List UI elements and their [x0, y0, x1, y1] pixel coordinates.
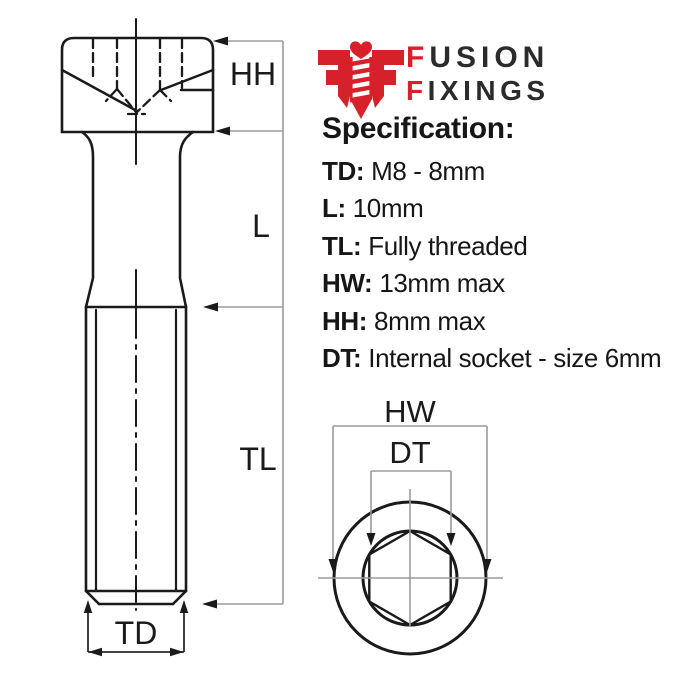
thread-section	[84, 305, 188, 606]
brand-initial-2: F	[406, 75, 428, 106]
td-dimension-label: TD	[115, 615, 158, 651]
brand-word-fusion: FUSION	[406, 43, 550, 73]
spec-value: 10mm	[352, 193, 424, 224]
spec-key: TL:	[322, 230, 362, 261]
hw-dt-dimension-lines	[332, 425, 488, 566]
spec-item-hw: HW:13mm max	[322, 265, 694, 302]
hw-dimension-label: HW	[384, 394, 436, 429]
hh-dimension-label: HH	[230, 56, 276, 92]
spec-key: L:	[322, 193, 346, 224]
spec-value: Internal socket - size 6mm	[368, 343, 662, 374]
screw-head-outline	[60, 36, 215, 134]
brand-rest-2: IXINGS	[427, 75, 550, 106]
spec-value: Fully threaded	[368, 230, 528, 261]
hw-dt-dimension-arrows	[328, 533, 492, 572]
spec-item-l: L:10mm	[322, 190, 694, 227]
spec-item-hh: HH:8mm max	[322, 303, 694, 340]
brand-word-fixings: FIXINGS	[406, 77, 550, 105]
spec-key: HH:	[322, 305, 368, 336]
fusion-fixings-wordmark: FUSION FIXINGS	[406, 43, 550, 105]
screw-side-view	[60, 18, 215, 611]
spec-value: M8 - 8mm	[371, 156, 485, 186]
socket-hidden-lines	[91, 37, 184, 116]
shank-outline	[80, 130, 195, 309]
spec-item-dt: DT:Internal socket - size 6mm	[322, 340, 694, 377]
spec-value: 8mm max	[374, 305, 486, 336]
td-dimension-arrows	[83, 600, 189, 657]
logo-left-f	[318, 50, 350, 108]
spec-item-tl: TL:Fully threaded	[322, 228, 694, 265]
fusion-fixings-logo-icon	[318, 41, 404, 119]
brand-initial-1: F	[406, 41, 430, 74]
spec-key: TD:	[322, 156, 365, 186]
side-dimension-lines	[205, 40, 284, 605]
head-chamfer-lines	[60, 68, 215, 113]
spec-item-td: TD:M8 - 8mm	[322, 153, 694, 190]
brand-rest-1: USION	[429, 41, 550, 74]
tl-dimension-label: TL	[239, 441, 276, 477]
specification-heading: Specification:	[322, 112, 515, 145]
side-dimension-arrows	[202, 36, 230, 609]
l-dimension-label: L	[252, 208, 270, 244]
spec-value: 13mm max	[379, 268, 505, 299]
dt-dimension-label: DT	[389, 435, 430, 470]
logo-screw-icon	[350, 41, 372, 119]
specification-panel: Specification: TD:M8 - 8mm L:10mm TL:Ful…	[322, 112, 694, 377]
spec-key: DT:	[322, 343, 362, 374]
spec-key: HW:	[322, 268, 373, 299]
top-view-crosshair	[318, 489, 503, 627]
logo-right-f	[372, 50, 404, 108]
